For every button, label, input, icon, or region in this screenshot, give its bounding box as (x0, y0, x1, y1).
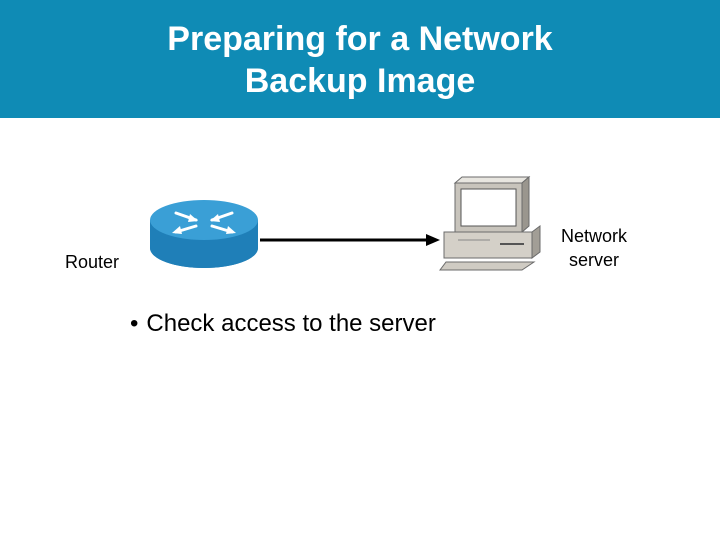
bullet-symbol: • (130, 310, 139, 337)
slide-title-line-2: Backup Image (244, 62, 476, 100)
server-label-line-2: server (568, 250, 619, 270)
slide-title-line-1: Preparing for a Network (167, 20, 553, 58)
router-label: Router (65, 252, 120, 272)
slide-title: Preparing for a Network Backup Image (0, 18, 720, 102)
desktop-computer-icon (439, 175, 541, 271)
bullet-text: Check access to the server (146, 310, 436, 337)
router-icon (150, 200, 258, 268)
server-label-line-1: Network (560, 226, 627, 246)
title-bar: Preparing for a Network Backup Image (0, 0, 720, 118)
bullet-item: • Check access to the server (130, 310, 436, 338)
server-label: Network server (548, 224, 640, 272)
connection-arrow (260, 234, 440, 246)
